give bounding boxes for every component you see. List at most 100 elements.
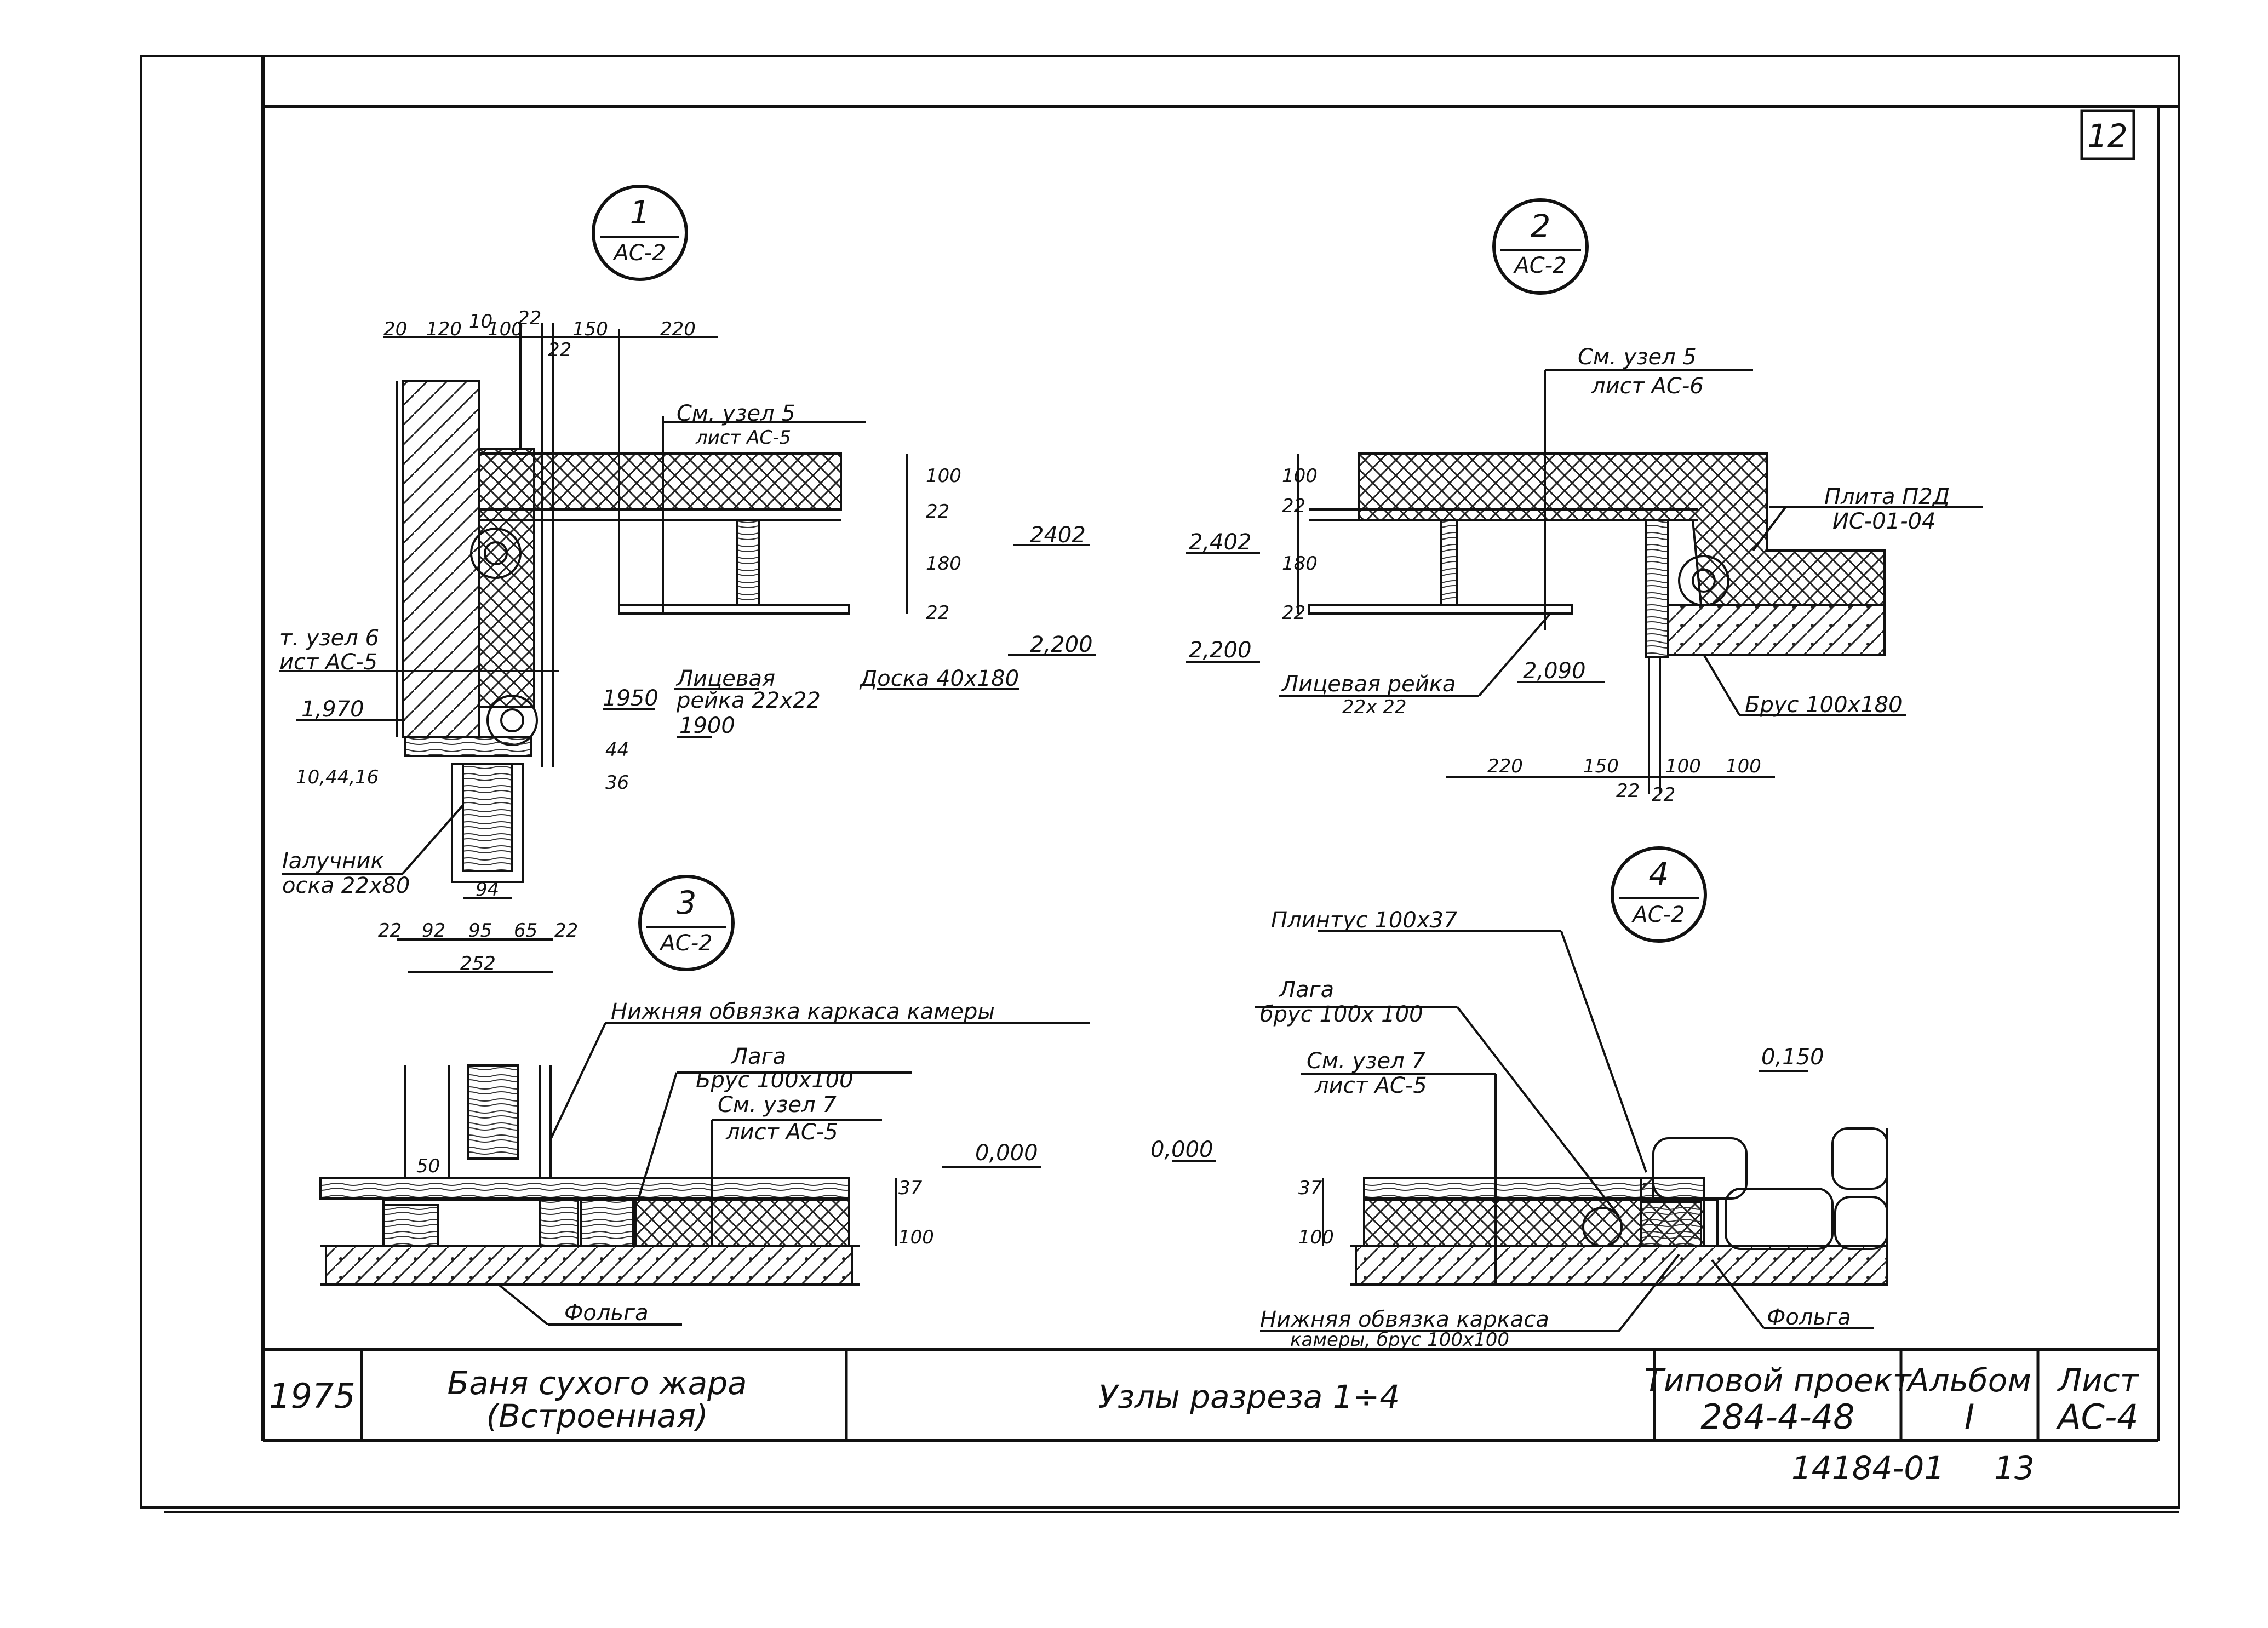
detail-4-drawing	[1172, 930, 1888, 1332]
sheet-value: АС-4	[2055, 1397, 2139, 1437]
detail-3-ref: АС-2	[658, 931, 712, 956]
d4-label-joist-beam: брус 100х 100	[1260, 1002, 1423, 1027]
dim-right-22b: 22	[926, 602, 949, 624]
d3-label-frame: Нижняя обвязка каркаса камеры	[611, 999, 995, 1024]
ref-node5: См. узел 5	[677, 401, 795, 426]
d4-ref-node7: См. узел 7	[1307, 1048, 1425, 1074]
dim-150: 150	[572, 318, 608, 340]
d4-dim-100: 100	[1298, 1226, 1334, 1248]
dim-left-stack: 10,44,16	[296, 766, 379, 788]
d3-label-foil: Фольга	[564, 1300, 649, 1326]
level-1900: 1900	[679, 713, 735, 738]
d3-ref-sheet: лист АС-5	[725, 1120, 838, 1145]
d4-ref-sheet: лист АС-5	[1314, 1073, 1427, 1098]
d3-label-joist-beam: Брус 100х100	[696, 1068, 854, 1093]
d2-label-facing-size: 22х 22	[1342, 696, 1406, 718]
detail-4-number: 4	[1649, 856, 1669, 893]
d2-ref-node5: См. узел 5	[1578, 345, 1697, 370]
sheet-subject: Узлы разреза 1÷4	[1098, 1378, 1400, 1415]
sheet-number-box: 12	[2080, 109, 2135, 160]
detail-2-drawing	[1186, 369, 1983, 794]
d2-dim-180: 180	[1282, 553, 1318, 575]
d4-label-joist: Лага	[1278, 977, 1334, 1002]
detail-1-labels: 20 120 10 100 22 150 220 22 См. узел 5 л…	[279, 307, 1093, 974]
detail-2-ref: АС-2	[1513, 253, 1566, 278]
ref-node6-sheet: ист АС-5	[279, 650, 377, 675]
level-1970: 1,970	[301, 697, 364, 722]
ref-sheet-ac5: лист АС-5	[695, 427, 791, 449]
label-board: Доска 40х180	[859, 666, 1019, 691]
project-number: 284-4-48	[1700, 1397, 1854, 1437]
d2-label-facing: Лицевая рейка	[1281, 672, 1456, 697]
title-block	[360, 1350, 2040, 1441]
dim-22: 22	[518, 307, 541, 329]
building-name: Баня сухого жара	[447, 1365, 747, 1402]
ref-node6: т. узел 6	[279, 626, 379, 651]
dim-22-sub: 22	[548, 339, 571, 361]
dim-right-22a: 22	[926, 501, 949, 523]
detail-3-number: 3	[677, 884, 697, 921]
label-facing-strip-size: рейка 22х22	[676, 688, 821, 713]
sheet-label: Лист	[2057, 1362, 2140, 1399]
title-block-text: 1975 Баня сухого жара (Встроенная) Узлы …	[269, 1362, 2140, 1437]
detail-1-ref: АС-2	[612, 240, 666, 266]
d2-dim-22a: 22	[1282, 495, 1305, 517]
label-platband: Iалучник	[282, 849, 384, 874]
footer: 14184-01 13	[1791, 1449, 2035, 1487]
page-number: 13	[1994, 1449, 2035, 1487]
archive-number: 14184-01	[1791, 1449, 1944, 1487]
d2-dim-22b: 22	[1282, 602, 1305, 624]
dim-right-180: 180	[926, 553, 961, 575]
label-facing-strip: Лицевая	[675, 666, 775, 691]
d2-dim-150: 150	[1583, 755, 1619, 777]
dim-36: 36	[605, 772, 629, 794]
d4-level-0000: 0,000	[1150, 1137, 1213, 1162]
detail-2-labels: См. узел 5 лист АС-6 100 22 180 22 2,402…	[1189, 345, 1950, 806]
detail-1-number: 1	[630, 194, 650, 231]
d3-level-0000: 0,000	[975, 1140, 1038, 1166]
album-label: Альбом	[1905, 1362, 2031, 1399]
detail-3-drawing	[319, 1022, 1090, 1326]
dim-b22a: 22	[378, 920, 402, 942]
d2-level-2402: 2,402	[1189, 530, 1252, 555]
dim-100: 100	[488, 318, 523, 340]
level-2200: 2,200	[1030, 632, 1093, 657]
d2-label-slab: Плита П2Д	[1824, 484, 1950, 509]
d2-dim-22d: 22	[1652, 784, 1675, 806]
detail-marker-1: 1 АС-2	[592, 185, 688, 281]
d4-label-foil: Фольга	[1767, 1305, 1851, 1330]
detail-3-labels: Нижняя обвязка каркаса камеры Лага Брус …	[416, 999, 1038, 1326]
level-1950: 1950	[603, 686, 658, 711]
d4-label-frame: Нижняя обвязка каркаса	[1260, 1307, 1549, 1332]
level-2402: 2402	[1030, 523, 1086, 548]
d4-label-plinth: Плинтус 100х37	[1271, 908, 1458, 933]
dim-120: 120	[426, 318, 462, 340]
d2-dim-220: 220	[1487, 755, 1523, 777]
dim-252: 252	[460, 953, 496, 974]
label-platband-board: оска 22х80	[282, 873, 410, 898]
d2-dim-100: 100	[1282, 465, 1318, 487]
detail-4-labels: Плинтус 100х37 Лага брус 100х 100 См. уз…	[1150, 908, 1851, 1351]
d2-dim-22c: 22	[1616, 780, 1640, 802]
dim-20: 20	[383, 318, 407, 340]
d3-dim-100: 100	[898, 1226, 934, 1248]
d4-level-0150: 0,150	[1761, 1045, 1824, 1070]
dim-b92: 92	[422, 920, 445, 942]
d2-label-beam: Брус 100х180	[1745, 692, 1903, 718]
dim-b22b: 22	[554, 920, 578, 942]
d4-label-frame-beam: камеры, брус 100х100	[1290, 1329, 1509, 1351]
sheet-number: 12	[2087, 117, 2128, 154]
d3-ref-node7: См. узел 7	[718, 1092, 837, 1117]
detail-marker-2: 2 АС-2	[1492, 198, 1589, 295]
dim-b65: 65	[514, 920, 537, 942]
d2-dim-100a: 100	[1665, 755, 1701, 777]
dim-94: 94	[476, 879, 499, 901]
d4-dim-37: 37	[1298, 1177, 1322, 1199]
d2-ref-sheet: лист АС-6	[1591, 374, 1704, 399]
d2-label-slab-code: ИС-01-04	[1832, 509, 1936, 534]
d3-dim-37: 37	[898, 1177, 923, 1199]
d2-level-2090: 2,090	[1523, 658, 1586, 684]
detail-1-drawing	[279, 323, 1096, 973]
